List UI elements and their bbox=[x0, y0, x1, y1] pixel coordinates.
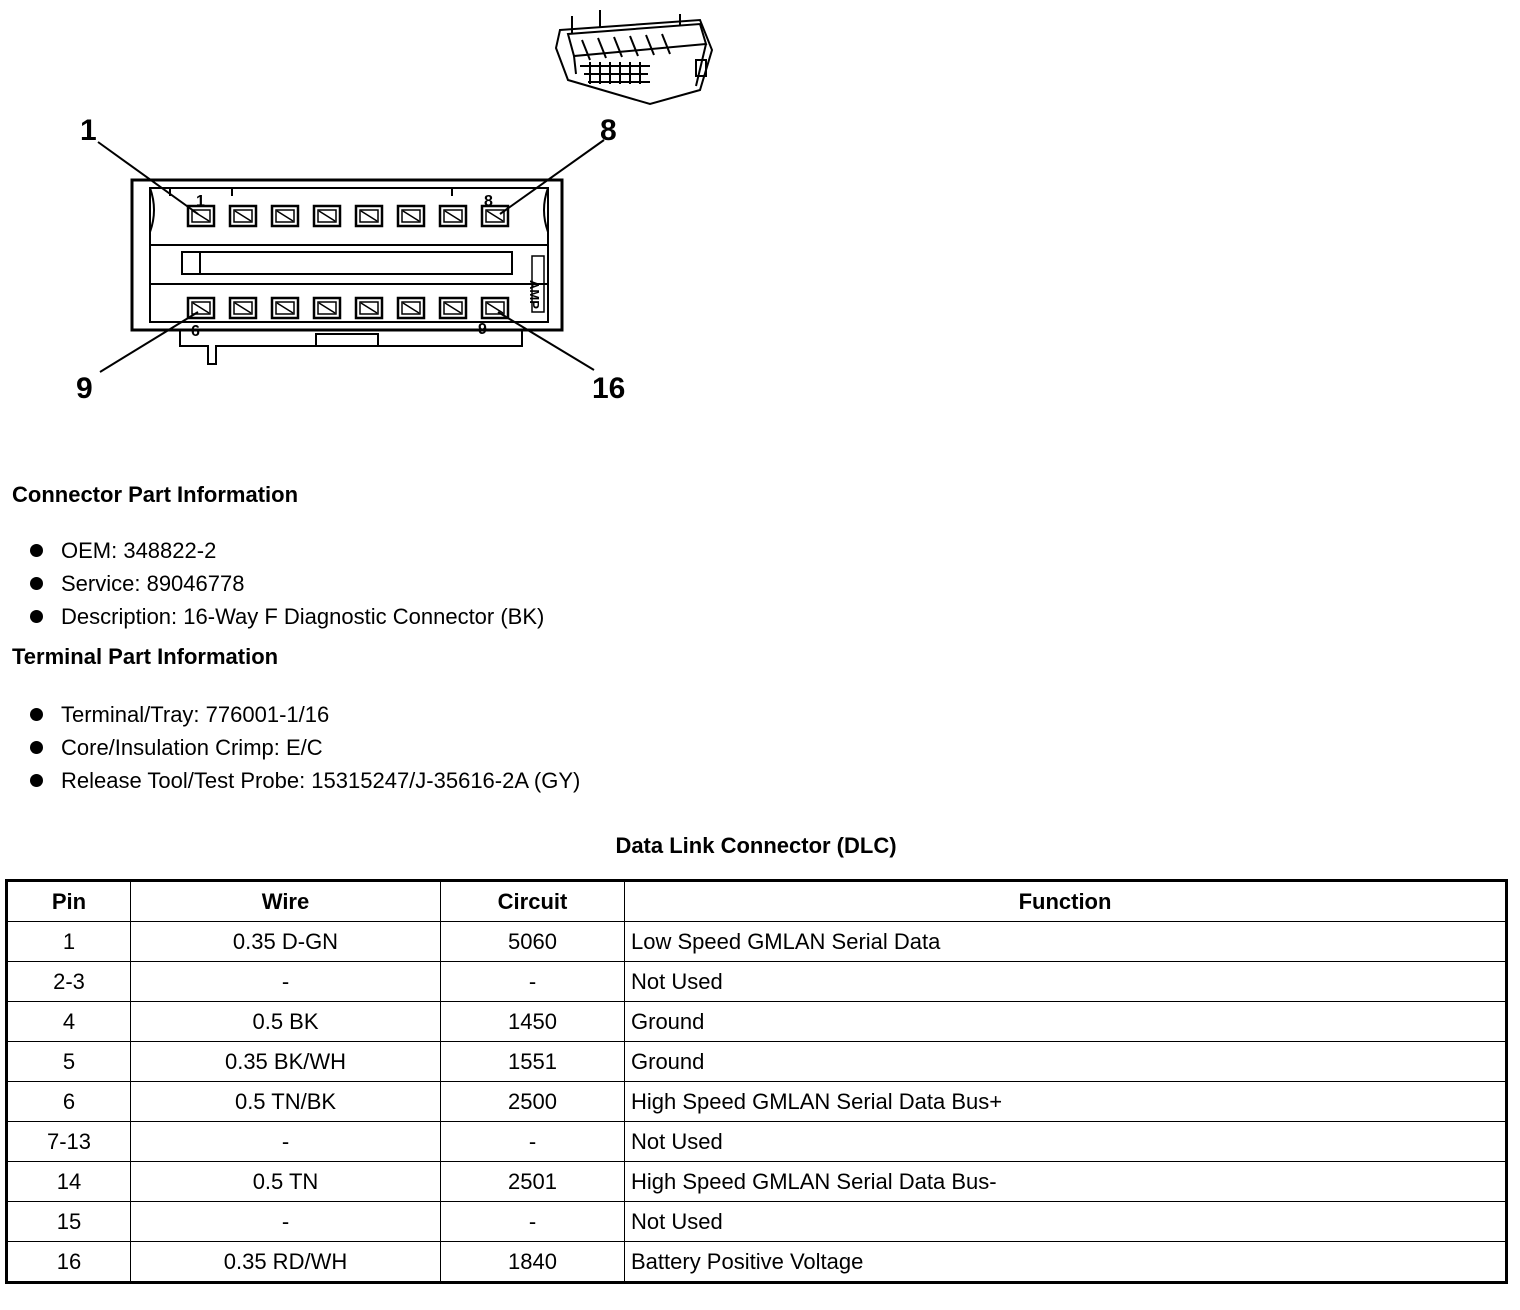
list-item: Service: 89046778 bbox=[30, 567, 544, 600]
cavity-7 bbox=[438, 204, 468, 228]
list-item: OEM: 348822-2 bbox=[30, 534, 544, 567]
cavity-8 bbox=[480, 204, 510, 228]
cavity-label-16: 9 bbox=[478, 321, 487, 338]
cavity-4 bbox=[312, 204, 342, 228]
cavity-label-8: 8 bbox=[484, 193, 493, 210]
bullet-icon bbox=[30, 577, 43, 590]
cavity-2 bbox=[228, 204, 258, 228]
list-item: Description: 16-Way F Diagnostic Connect… bbox=[30, 600, 544, 633]
callout-1: 1 bbox=[80, 114, 97, 147]
header-pin: Pin bbox=[6, 880, 131, 922]
cavity-14 bbox=[396, 296, 426, 320]
bullet-icon bbox=[30, 708, 43, 721]
table-row: 15--Not Used bbox=[6, 1201, 1507, 1242]
cavity-5 bbox=[354, 204, 384, 228]
table-header-row: Pin Wire Circuit Function bbox=[6, 880, 1507, 922]
table-title: Data Link Connector (DLC) bbox=[615, 833, 897, 858]
header-wire: Wire bbox=[130, 880, 441, 922]
bullet-icon bbox=[30, 544, 43, 557]
cavity-13 bbox=[354, 296, 384, 320]
list-item: Terminal/Tray: 776001-1/16 bbox=[30, 698, 580, 731]
connector-face bbox=[130, 178, 564, 365]
list-item: Release Tool/Test Probe: 15315247/J-3561… bbox=[30, 764, 580, 797]
connector-diagram: 1 8 6 9 AMP 1 8 9 16 bbox=[76, 10, 714, 405]
bullet-icon bbox=[30, 774, 43, 787]
bullet-icon bbox=[30, 741, 43, 754]
connector-info-heading: Connector Part Information bbox=[12, 482, 299, 507]
cavity-label-1: 1 bbox=[196, 193, 205, 210]
table-row: 2-3--Not Used bbox=[6, 961, 1507, 1002]
cavity-10 bbox=[228, 296, 258, 320]
cavity-label-9: 6 bbox=[191, 323, 200, 340]
key-text: AMP bbox=[527, 280, 542, 309]
callout-8: 8 bbox=[600, 114, 617, 147]
header-function: Function bbox=[624, 880, 1507, 922]
header-circuit: Circuit bbox=[440, 880, 625, 922]
connector-isometric-view bbox=[554, 10, 714, 106]
cavity-6 bbox=[396, 204, 426, 228]
cavity-3 bbox=[270, 204, 300, 228]
callout-16: 16 bbox=[592, 372, 625, 405]
list-item: Core/Insulation Crimp: E/C bbox=[30, 731, 580, 764]
cavity-12 bbox=[312, 296, 342, 320]
terminal-info-heading: Terminal Part Information bbox=[12, 644, 279, 669]
cavity-grid bbox=[186, 204, 510, 320]
terminal-info-list: Terminal/Tray: 776001-1/16 Core/Insulati… bbox=[30, 698, 580, 797]
bullet-icon bbox=[30, 610, 43, 623]
cavity-15 bbox=[438, 296, 468, 320]
table-row: 7-13--Not Used bbox=[6, 1121, 1507, 1162]
cavity-11 bbox=[270, 296, 300, 320]
callout-9: 9 bbox=[76, 372, 93, 405]
connector-info-list: OEM: 348822-2 Service: 89046778 Descript… bbox=[30, 534, 544, 633]
